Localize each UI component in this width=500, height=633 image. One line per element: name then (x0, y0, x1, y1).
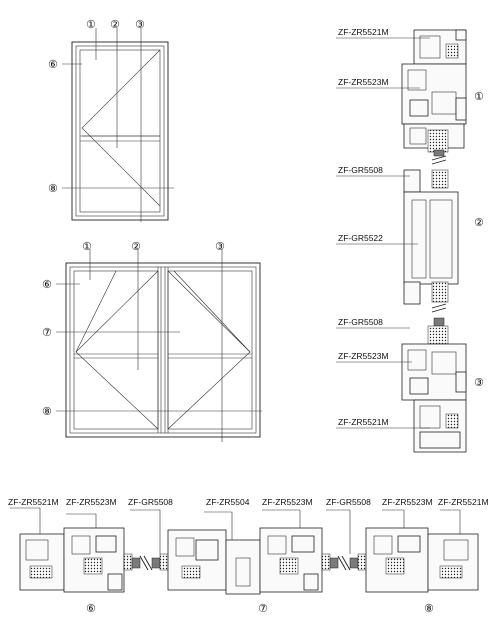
label-zr5521m-bottom: ZF-ZR5521M (338, 417, 389, 427)
marker-6: ⑥ (86, 602, 96, 615)
label-zr5523m-top: ZF-ZR5523M (338, 77, 389, 87)
horizontal-section-leaders (10, 507, 461, 554)
label-zr5521m-left: ZF-ZR5521M (8, 497, 59, 507)
label-gr5508-top: ZF-GR5508 (338, 165, 383, 175)
marker-8: ⑧ (48, 182, 58, 195)
marker-2: ② (474, 216, 484, 229)
marker-3: ③ (135, 18, 145, 31)
marker-1: ① (86, 18, 96, 31)
label-gr5522: ZF-GR5522 (338, 233, 383, 243)
marker-2: ② (131, 240, 141, 253)
vertical-section-profiles (401, 29, 467, 453)
label-zr5504: ZF-ZR5504 (206, 497, 250, 507)
marker-8: ⑧ (42, 405, 52, 418)
marker-7: ⑦ (42, 326, 52, 339)
label-gr5508-right: ZF-GR5508 (326, 497, 371, 507)
double-window-elevation (56, 249, 262, 442)
marker-7: ⑦ (258, 602, 268, 615)
marker-6: ⑥ (48, 58, 58, 71)
horizontal-section-markers: ⑥ ⑦ ⑧ (86, 602, 434, 615)
label-zr5521m-top: ZF-ZR5521M (338, 27, 389, 37)
marker-3: ③ (215, 240, 225, 253)
horizontal-section-labels: ZF-ZR5521M ZF-ZR5523M ZF-GR5508 ZF-ZR550… (8, 497, 489, 507)
marker-2: ② (110, 18, 120, 31)
vertical-section-markers: ① ② ③ (474, 90, 484, 389)
label-zr5523m-bottom: ZF-ZR5523M (338, 351, 389, 361)
marker-1: ① (474, 90, 484, 103)
label-gr5508-bottom: ZF-GR5508 (338, 317, 383, 327)
vertical-section-leaders (336, 37, 430, 429)
single-window-elevation (62, 28, 174, 222)
marker-1: ① (82, 240, 92, 253)
marker-8: ⑧ (424, 602, 434, 615)
double-window-markers: ① ② ③ ⑥ ⑦ ⑧ (42, 240, 225, 418)
label-zr5523m-centre: ZF-ZR5523M (262, 497, 313, 507)
label-gr5508-left: ZF-GR5508 (128, 497, 173, 507)
label-zr5523m-right: ZF-ZR5523M (382, 497, 433, 507)
horizontal-section-profiles (19, 527, 479, 595)
single-window-markers: ① ② ③ ⑥ ⑧ (48, 18, 145, 195)
marker-3: ③ (474, 376, 484, 389)
marker-6: ⑥ (42, 278, 52, 291)
label-zr5521m-right: ZF-ZR5521M (438, 497, 489, 507)
label-zr5523m-left: ZF-ZR5523M (66, 497, 117, 507)
vertical-section-labels: ZF-ZR5521M ZF-ZR5523M ZF-GR5508 ZF-GR552… (338, 27, 389, 427)
